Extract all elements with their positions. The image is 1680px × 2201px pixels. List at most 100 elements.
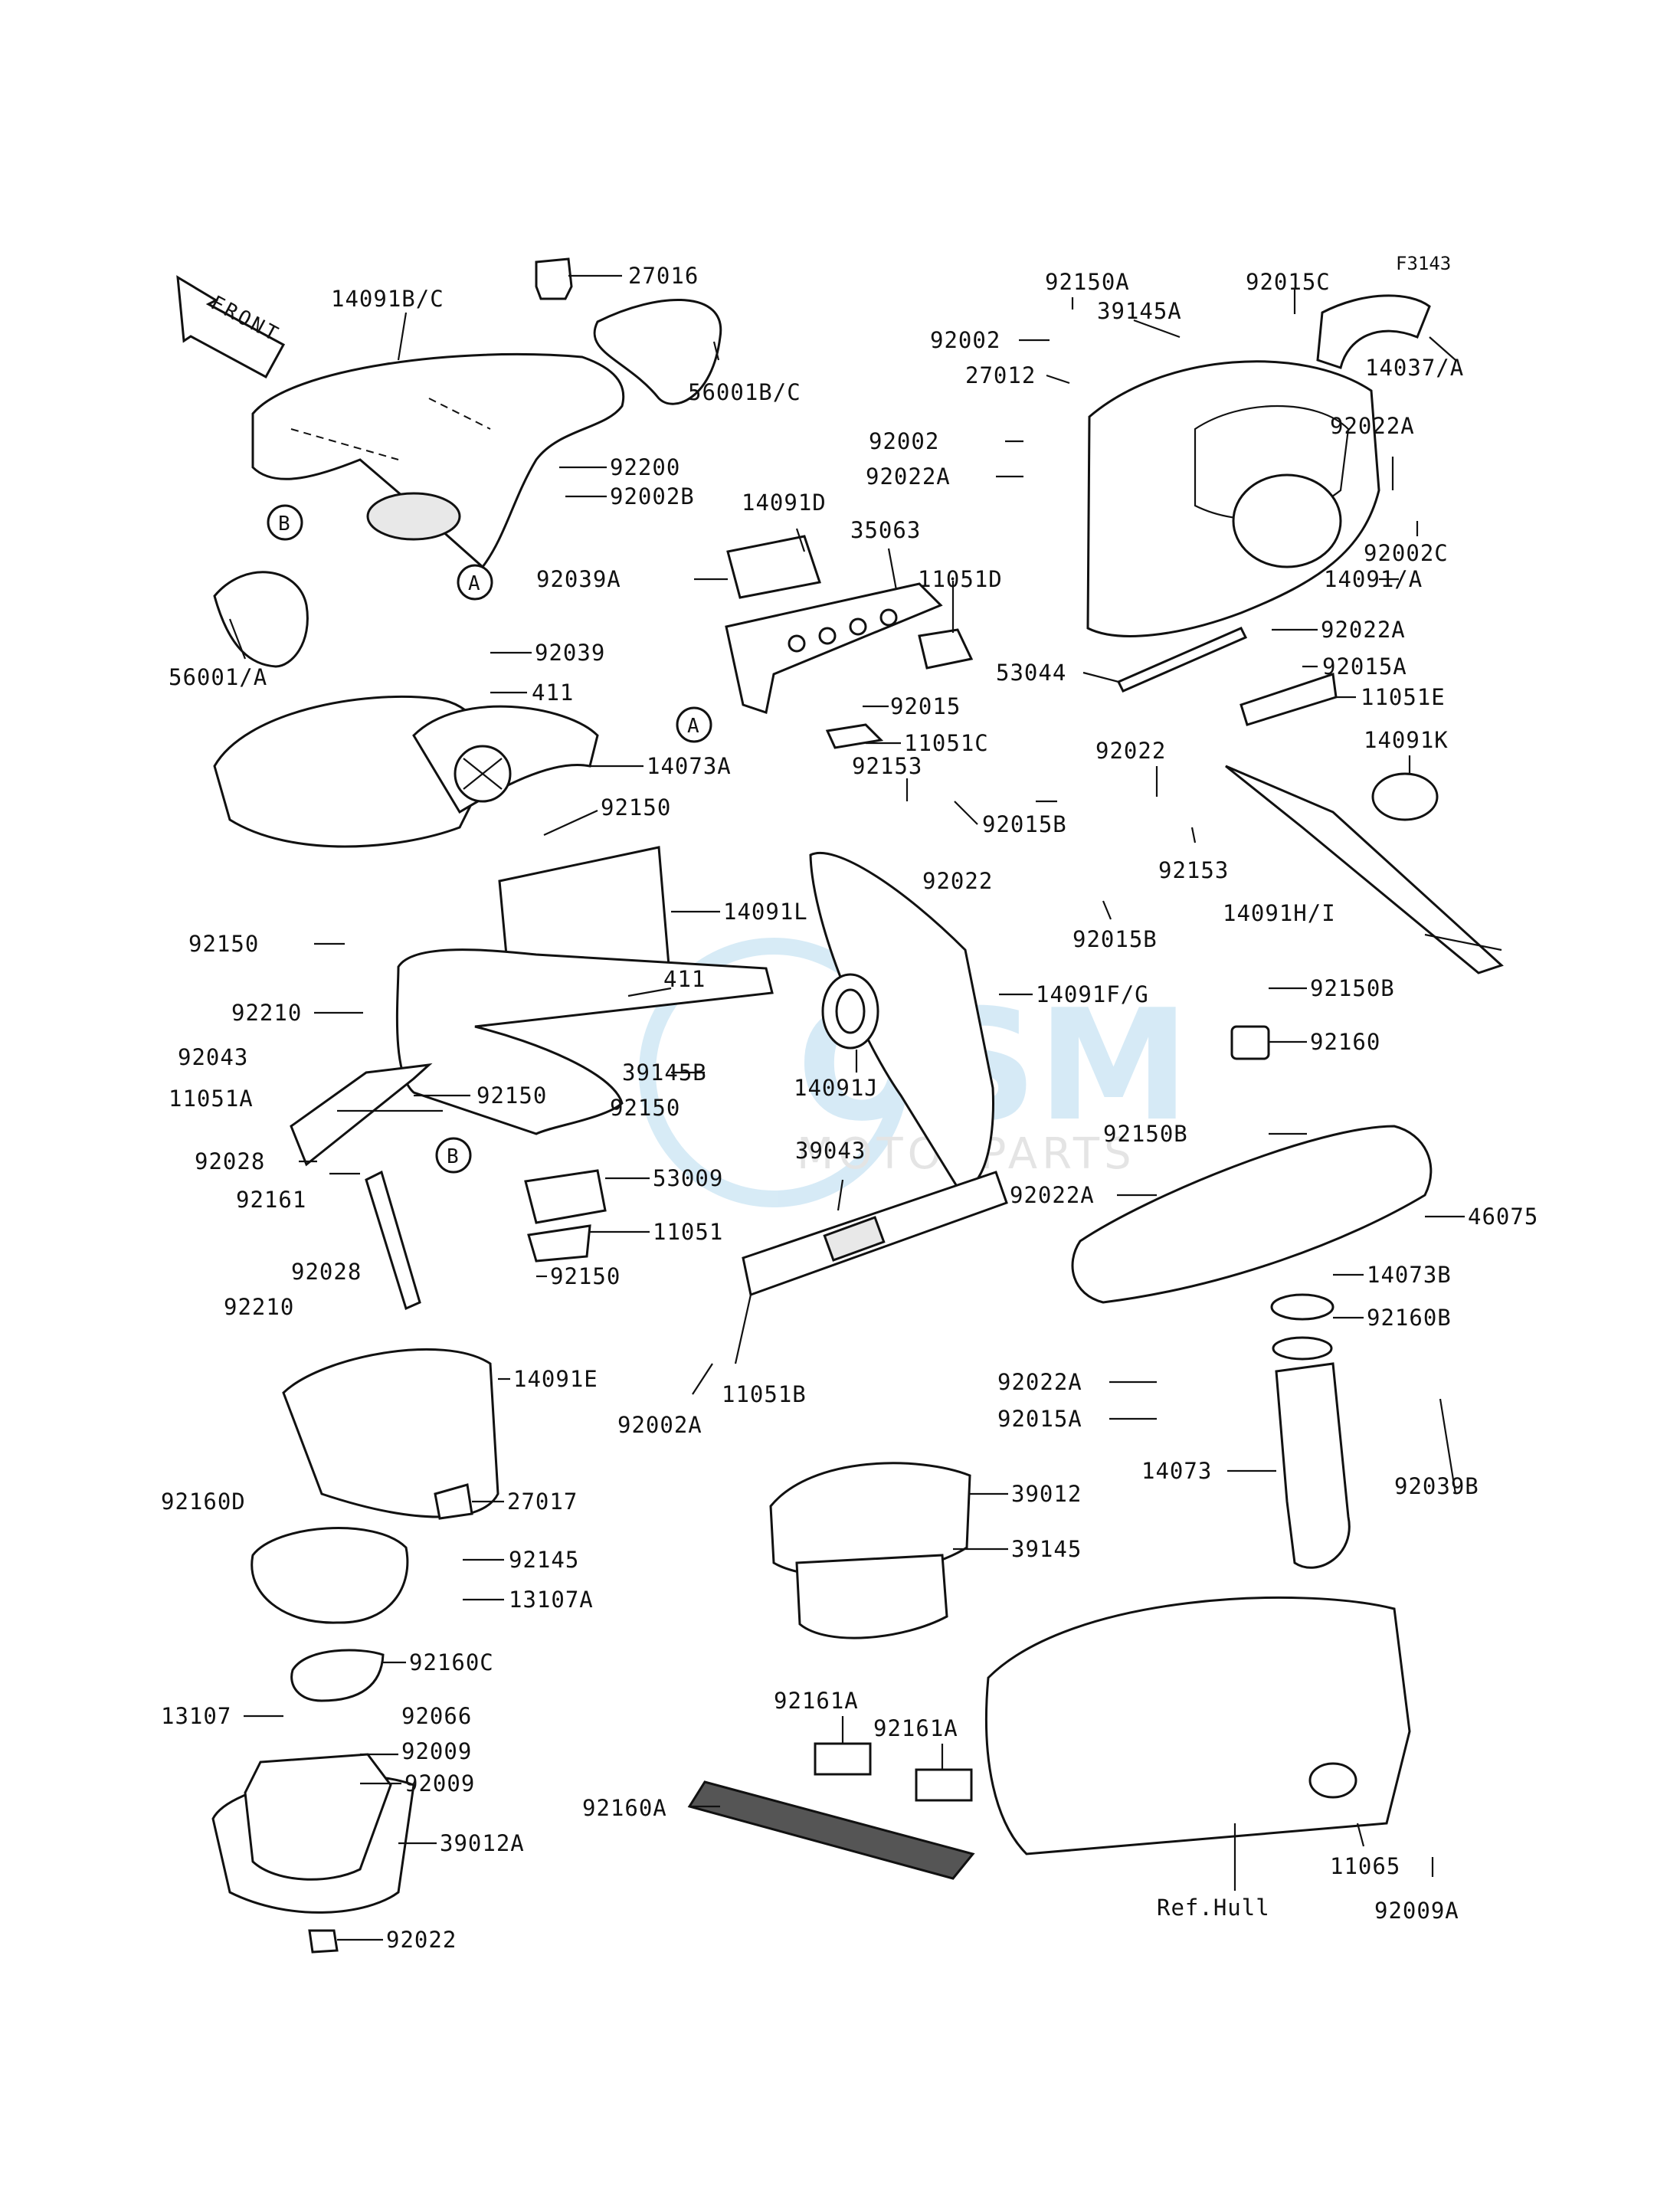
part-label: 11051D <box>918 566 1003 592</box>
figure-code: F3143 <box>1396 253 1451 274</box>
part-label: 92150A <box>1045 269 1130 295</box>
part-label: 14073B <box>1367 1262 1452 1288</box>
part-label: 14091/A <box>1324 566 1423 592</box>
part-label: 92015B <box>1073 926 1158 952</box>
part-label: 411 <box>663 966 706 992</box>
part-label: 92160B <box>1367 1305 1452 1331</box>
callout-marker-a-2: A <box>676 706 712 743</box>
callout-marker-b-2: B <box>435 1137 472 1174</box>
callout-marker-b-1: B <box>267 504 303 541</box>
part-label: 14091E <box>513 1366 598 1392</box>
part-label: 92150 <box>550 1263 621 1289</box>
part-label: 92145 <box>509 1547 579 1573</box>
part-label: 39012 <box>1011 1481 1082 1507</box>
part-label: 14037/A <box>1365 355 1464 381</box>
part-label: 14091L <box>723 899 808 925</box>
part-label: 11051C <box>904 730 989 756</box>
part-label: 92039A <box>536 566 621 592</box>
part-label: 92022A <box>997 1369 1082 1395</box>
part-label: 14091B/C <box>331 286 444 312</box>
part-label: 92210 <box>231 1000 302 1026</box>
part-label: 92210 <box>224 1294 294 1320</box>
part-label: 27012 <box>965 362 1036 388</box>
part-label: 92002 <box>930 327 1000 353</box>
part-label: 92002 <box>869 428 939 454</box>
part-label: 92153 <box>852 753 922 779</box>
part-label: 92153 <box>1158 857 1229 883</box>
part-label: 92160A <box>582 1795 667 1821</box>
part-label: 92150 <box>601 794 671 820</box>
part-label: 92161 <box>236 1187 306 1213</box>
part-label: 56001/A <box>169 664 267 690</box>
part-drawings <box>211 257 1504 1954</box>
part-label: 92160C <box>409 1649 494 1675</box>
part-label: 11051A <box>169 1086 254 1112</box>
part-label: 11051B <box>722 1381 807 1407</box>
part-label: 92009 <box>401 1738 472 1764</box>
part-label: 92066 <box>401 1703 472 1729</box>
part-label: 92015C <box>1246 269 1331 295</box>
part-label: 46075 <box>1468 1204 1538 1230</box>
part-label: 14091F/G <box>1036 981 1149 1007</box>
part-label: 27017 <box>507 1489 578 1515</box>
part-label: 92015A <box>1322 653 1407 680</box>
part-label: 92015B <box>982 811 1067 837</box>
callout-marker-a-1: A <box>457 564 493 601</box>
part-label: 14091J <box>794 1075 879 1101</box>
part-label: 92022 <box>922 868 993 894</box>
svg-text:B: B <box>278 513 290 536</box>
part-label: 92022 <box>1095 738 1166 764</box>
part-label: 92039B <box>1394 1473 1479 1499</box>
part-label: 13107A <box>509 1587 594 1613</box>
part-label: 92160D <box>161 1489 246 1515</box>
part-label: 92022A <box>1010 1182 1095 1208</box>
part-label: 39145A <box>1097 298 1182 324</box>
part-label: 92039 <box>535 640 605 666</box>
part-label: 92200 <box>610 454 680 480</box>
part-label: 92002C <box>1364 540 1449 566</box>
svg-text:A: A <box>687 715 699 738</box>
part-label: 92022A <box>1330 413 1415 439</box>
part-labels: 27016 14091B/C 56001B/C 92200 92002B 560… <box>161 263 1538 1953</box>
part-label: 39145B <box>622 1060 707 1086</box>
part-label: 13107 <box>161 1703 231 1729</box>
part-label: 92028 <box>195 1148 265 1174</box>
part-label: 53044 <box>996 660 1066 686</box>
part-label: 92043 <box>178 1044 248 1070</box>
part-label: 92022A <box>1321 617 1406 643</box>
part-label: 14073 <box>1141 1458 1212 1484</box>
part-label: 92028 <box>291 1259 362 1285</box>
part-label: 92150 <box>188 931 259 957</box>
part-label: 92161A <box>774 1688 859 1714</box>
part-label: 92022 <box>386 1927 457 1953</box>
part-label: 92022A <box>866 463 951 490</box>
svg-text:A: A <box>468 572 480 595</box>
part-label: 92161A <box>873 1715 958 1741</box>
part-label: 92150B <box>1103 1121 1188 1147</box>
part-label: 92002B <box>610 483 695 509</box>
part-label: 92150 <box>610 1095 680 1121</box>
leader-lines <box>228 274 1502 1941</box>
part-label: 92150B <box>1310 975 1395 1001</box>
part-label: 92150 <box>476 1082 547 1109</box>
part-label: 53009 <box>653 1165 723 1191</box>
part-label: 35063 <box>850 517 921 543</box>
svg-text:B: B <box>447 1145 459 1168</box>
part-label: 14073A <box>647 753 732 779</box>
part-label: 14091H/I <box>1223 900 1336 926</box>
part-label: 56001B/C <box>688 379 801 405</box>
part-label: 39043 <box>795 1138 866 1164</box>
front-arrow: FRONT <box>176 275 286 379</box>
part-label: 92009A <box>1374 1898 1459 1924</box>
part-label: 39012A <box>440 1830 525 1856</box>
part-label: 39145 <box>1011 1536 1082 1562</box>
part-label: 92015A <box>997 1406 1082 1432</box>
part-label: 92015 <box>890 693 961 719</box>
part-label: 14091D <box>742 490 827 516</box>
part-label: 11065 <box>1330 1853 1400 1879</box>
part-label: 92160 <box>1310 1029 1380 1055</box>
part-label: 14091K <box>1364 727 1449 753</box>
part-label: 411 <box>532 680 574 706</box>
part-label: Ref.Hull <box>1157 1895 1270 1921</box>
